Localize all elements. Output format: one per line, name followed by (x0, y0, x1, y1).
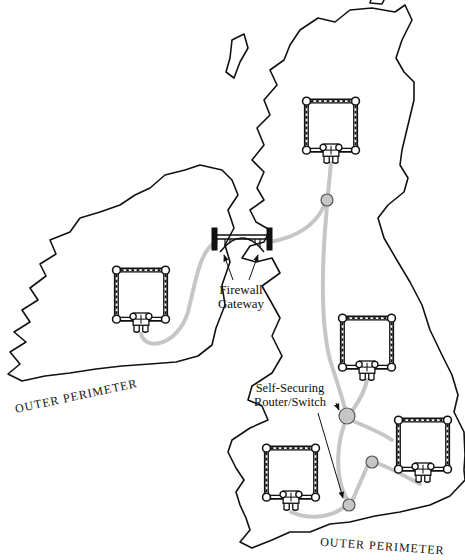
routers (321, 194, 378, 511)
castle (303, 97, 360, 163)
perimeter-label: OUTER PERIMETER (14, 378, 139, 417)
router-switch (343, 499, 355, 511)
network-link (323, 206, 345, 409)
network-link (338, 425, 347, 499)
network-link (352, 380, 367, 411)
leader-line (224, 255, 233, 280)
network-link (353, 421, 392, 440)
firewall-bridge (212, 228, 272, 252)
castle (395, 416, 452, 482)
great-britain (228, 5, 465, 548)
network-link (270, 206, 324, 242)
bridge-post (267, 228, 272, 250)
network-link (141, 242, 216, 344)
leader-line (336, 403, 339, 410)
castle (263, 444, 320, 510)
bridge-arch (220, 238, 264, 252)
router-switch (339, 408, 355, 424)
gateway-label: Firewall Gateway (210, 283, 272, 312)
network-link (291, 508, 343, 517)
router-label: Self-Securing Router/Switch (244, 382, 336, 410)
leader-line (318, 413, 343, 498)
router-switch (366, 456, 378, 468)
castles (113, 97, 452, 510)
leader-line (249, 255, 258, 280)
coastline (8, 0, 465, 548)
island (226, 34, 248, 78)
network-link (353, 467, 367, 499)
island (370, 0, 385, 4)
castle (339, 314, 396, 380)
network-link (328, 163, 331, 194)
perimeter-label: OUTER PERIMETER (319, 536, 444, 558)
castle (113, 266, 170, 332)
bridge-post (212, 228, 217, 250)
ireland (8, 165, 238, 381)
router-switch (321, 194, 333, 206)
network-links (141, 163, 420, 517)
bridge-hatching (225, 239, 260, 247)
